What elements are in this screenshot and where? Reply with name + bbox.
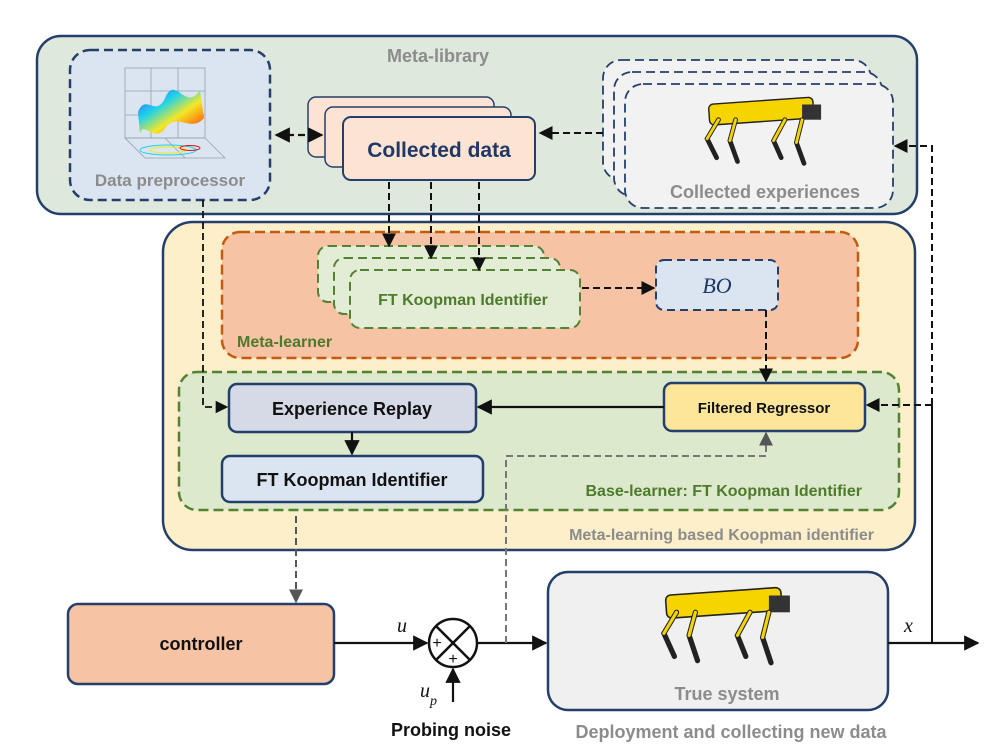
up-base: u xyxy=(420,680,430,702)
plus-sign-top: + xyxy=(432,635,441,652)
data-preprocessor-label: Data preprocessor xyxy=(95,171,246,190)
robot-dog-icon xyxy=(704,96,822,166)
up-label: up xyxy=(420,680,437,709)
true-system-robot-icon xyxy=(660,586,790,666)
up-subscript: p xyxy=(429,694,437,709)
connector-arrows xyxy=(202,126,980,702)
experience-replay-label: Experience Replay xyxy=(272,399,432,419)
base-ft-identifier-box: FT Koopman Identifier xyxy=(220,454,485,504)
collected-experiences-label: Collected experiences xyxy=(670,182,860,202)
bo-box: BO xyxy=(655,259,779,311)
experience-replay-box: Experience Replay xyxy=(227,382,478,434)
deployment-label: Deployment and collecting new data xyxy=(575,722,887,742)
bo-label: BO xyxy=(702,273,731,298)
true-system-label: True system xyxy=(674,684,779,704)
meta-ft-identifier-label: FT Koopman Identifier xyxy=(378,292,548,309)
data-preprocessor-box: Data preprocessor xyxy=(68,48,272,202)
filtered-regressor-box: Filtered Regressor xyxy=(662,381,867,433)
filtered-regressor-label: Filtered Regressor xyxy=(698,400,831,417)
base-ft-identifier-label: FT Koopman Identifier xyxy=(257,470,448,490)
collected-experiences-stack: Collected experiences xyxy=(602,59,894,209)
meta-library-title: Meta-library xyxy=(387,46,489,66)
meta-ft-identifier-stack: FT Koopman Identifier xyxy=(317,245,581,329)
u-label: u xyxy=(397,615,407,637)
meta-learner-title: Meta-learner xyxy=(237,334,332,351)
controller-label: controller xyxy=(159,634,242,654)
base-learner-title: Base-learner: FT Koopman Identifier xyxy=(586,483,863,500)
probing-noise-label: Probing noise xyxy=(391,720,511,740)
plus-sign-bottom: + xyxy=(448,651,457,668)
controller-box: controller xyxy=(66,602,336,686)
collected-data-stack: Collected data xyxy=(307,96,536,181)
summing-junction: + + xyxy=(427,617,479,669)
collected-data-label: Collected data xyxy=(367,139,511,162)
true-system-box: True system xyxy=(546,570,890,712)
meta-identifier-title: Meta-learning based Koopman identifier xyxy=(569,527,874,544)
surface-plot-icon xyxy=(124,67,226,159)
x-label: x xyxy=(903,615,913,637)
